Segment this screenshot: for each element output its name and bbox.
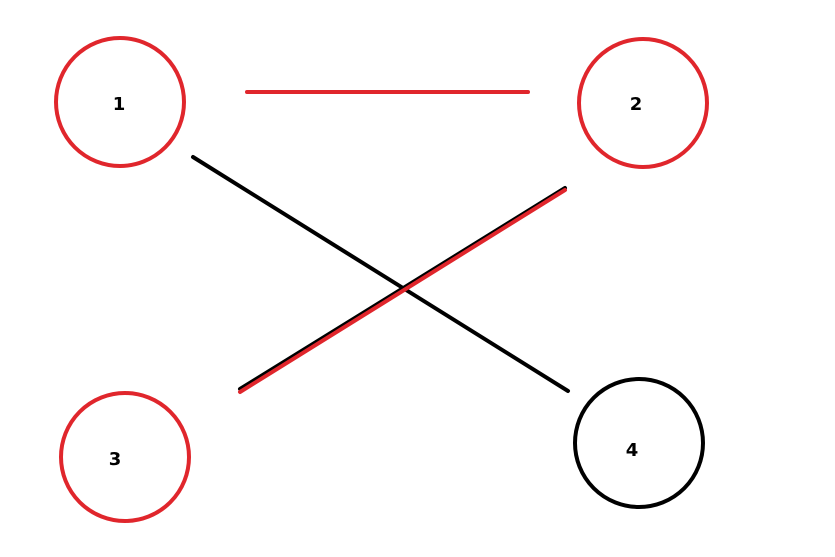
node-2-label: 2: [630, 94, 643, 115]
node-4: 4: [573, 377, 705, 509]
node-3: 3: [59, 391, 191, 523]
node-3-label: 3: [109, 449, 122, 470]
node-1: 1: [54, 36, 186, 168]
node-2-circle: [577, 37, 709, 169]
node-3-circle: [59, 391, 191, 523]
node-1-label: 1: [113, 94, 126, 115]
node-4-label: 4: [626, 440, 639, 461]
edge-3-2: [238, 188, 567, 394]
node-4-circle: [573, 377, 705, 509]
edge-1-4: [191, 155, 570, 393]
node-2: 2: [577, 37, 709, 169]
node-1-circle: [54, 36, 186, 168]
